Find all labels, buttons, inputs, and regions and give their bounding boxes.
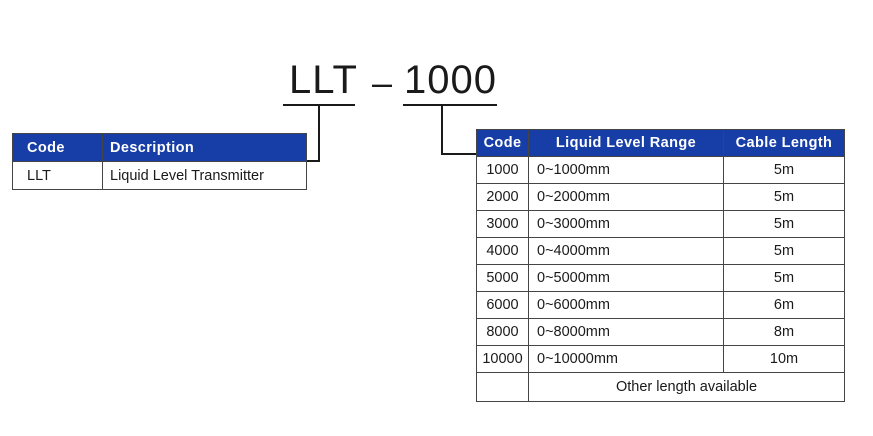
cell-range: 0~4000mm: [528, 237, 724, 265]
cell-cable-length: 5m: [723, 183, 845, 211]
header-range: Liquid Level Range: [528, 129, 724, 157]
cell-code: 8000: [476, 318, 529, 346]
cell-code: 1000: [476, 156, 529, 184]
table-row: 3000 0~3000mm 5m: [476, 210, 845, 238]
cell-range: 0~8000mm: [528, 318, 724, 346]
cell-note: Other length available: [528, 372, 845, 402]
cell-range: 0~10000mm: [528, 345, 724, 373]
table-row: LLT Liquid Level Transmitter: [12, 161, 307, 190]
header-code: Code: [12, 133, 103, 162]
underline-range: [403, 104, 497, 106]
connector-llt-horizontal: [294, 160, 320, 162]
cell-code-empty: [476, 372, 529, 402]
connector-llt-vertical: [318, 104, 320, 162]
cell-cable-length: 8m: [723, 318, 845, 346]
cell-description: Liquid Level Transmitter: [102, 161, 307, 190]
cell-code: 5000: [476, 264, 529, 292]
table-header-row: Code Liquid Level Range Cable Length: [476, 129, 845, 157]
header-description: Description: [102, 133, 307, 162]
table-row: 1000 0~1000mm 5m: [476, 156, 845, 184]
cell-code: 6000: [476, 291, 529, 319]
cell-range: 0~5000mm: [528, 264, 724, 292]
table-row: 4000 0~4000mm 5m: [476, 237, 845, 265]
header-code: Code: [476, 129, 529, 157]
cell-code: 10000: [476, 345, 529, 373]
table-row: 2000 0~2000mm 5m: [476, 183, 845, 211]
cell-cable-length: 5m: [723, 237, 845, 265]
cell-cable-length: 6m: [723, 291, 845, 319]
range-table: Code Liquid Level Range Cable Length 100…: [476, 129, 845, 402]
cell-code: 2000: [476, 183, 529, 211]
table-row: 6000 0~6000mm 6m: [476, 291, 845, 319]
table-row: 5000 0~5000mm 5m: [476, 264, 845, 292]
connector-range-vertical: [441, 104, 443, 155]
model-separator: –: [372, 62, 394, 103]
code-description-table: Code Description LLT Liquid Level Transm…: [12, 133, 307, 190]
cell-cable-length: 5m: [723, 264, 845, 292]
connector-range-horizontal: [441, 153, 477, 155]
table-row-note: Other length available: [476, 372, 845, 402]
table-header-row: Code Description: [12, 133, 307, 162]
cell-cable-length: 5m: [723, 156, 845, 184]
cell-range: 0~2000mm: [528, 183, 724, 211]
cell-code: 4000: [476, 237, 529, 265]
cell-range: 0~1000mm: [528, 156, 724, 184]
cell-range: 0~3000mm: [528, 210, 724, 238]
table-row: 8000 0~8000mm 8m: [476, 318, 845, 346]
model-code-range: 1000: [404, 58, 497, 102]
cell-cable-length: 5m: [723, 210, 845, 238]
model-code-llt: LLT: [289, 58, 358, 102]
table-row: 10000 0~10000mm 10m: [476, 345, 845, 373]
header-cable-length: Cable Length: [723, 129, 845, 157]
cell-code: LLT: [12, 161, 103, 190]
cell-code: 3000: [476, 210, 529, 238]
cell-range: 0~6000mm: [528, 291, 724, 319]
cell-cable-length: 10m: [723, 345, 845, 373]
